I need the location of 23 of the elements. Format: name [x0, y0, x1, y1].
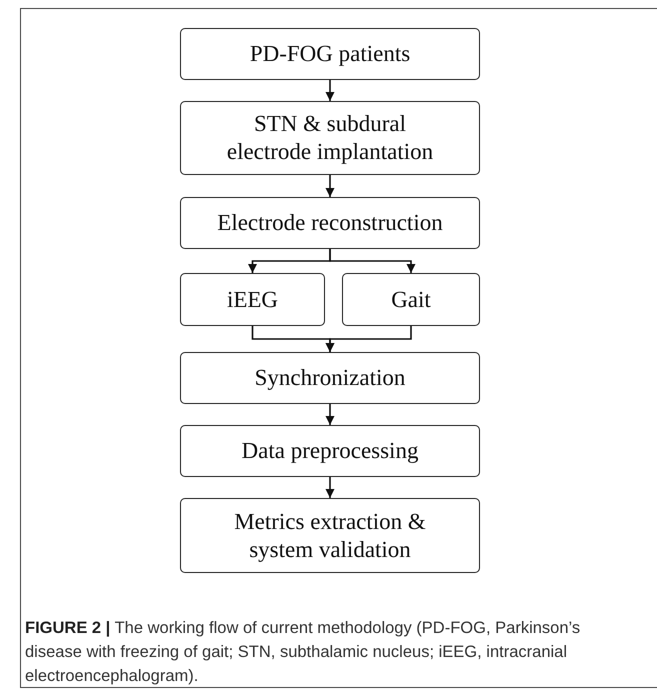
- box-label: STN & subdural electrode implantation: [226, 110, 434, 166]
- process-box: [180, 197, 480, 249]
- box-label: Electrode reconstruction: [217, 209, 443, 237]
- process-box: [180, 352, 480, 404]
- process-box: [342, 273, 480, 326]
- process-box: [180, 425, 480, 477]
- figure-caption: FIGURE 2 | The working flow of current methodology (PD-FOG, Parkinson’s disease with freezing of gait; STN, subthalamic nucleus; iEEG, intracranial electroencephalogram).: [25, 618, 582, 687]
- box-label: Metrics extraction & system validation: [233, 508, 427, 564]
- box-label: Data preprocessing: [242, 437, 418, 465]
- box-label: PD-FOG patients: [250, 40, 410, 68]
- box-label: Synchronization: [254, 364, 406, 392]
- arrow: [326, 80, 334, 101]
- arrow: [329, 249, 416, 273]
- arrow: [326, 326, 412, 352]
- arrow: [326, 477, 334, 498]
- process-box: [180, 101, 480, 175]
- box-label: iEEG: [226, 286, 278, 314]
- process-box: [180, 28, 480, 80]
- process-box: [180, 273, 325, 326]
- arrow: [326, 404, 334, 425]
- box-label: Gait: [391, 286, 431, 314]
- arrow: [326, 175, 334, 197]
- process-box: [180, 498, 480, 573]
